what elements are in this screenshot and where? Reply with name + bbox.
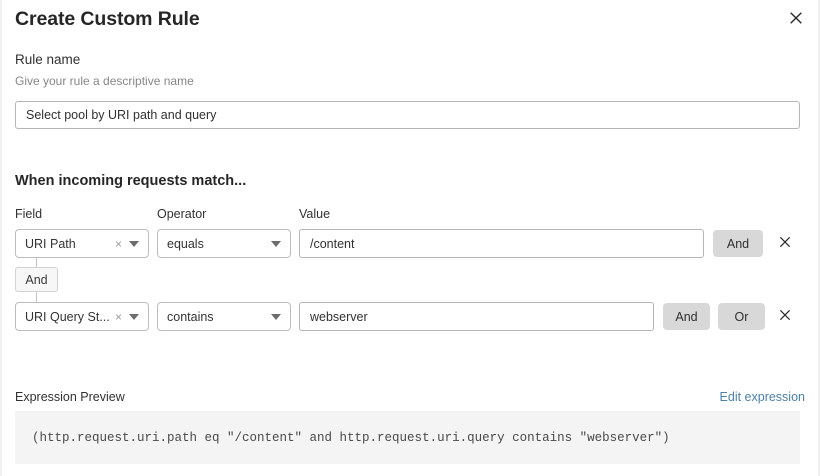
close-icon — [778, 235, 792, 252]
close-icon — [788, 10, 804, 26]
conditions-heading: When incoming requests match... — [15, 173, 247, 189]
rule-name-label: Rule name — [15, 52, 81, 67]
expression-preview-label: Expression Preview — [15, 390, 125, 404]
edit-expression-link[interactable]: Edit expression — [719, 390, 805, 404]
chevron-down-icon[interactable] — [269, 313, 290, 320]
field-select-value-row-1: URI Path — [25, 236, 76, 251]
operator-select-row-1[interactable]: equals — [157, 229, 291, 258]
field-select-row-1[interactable]: URI Path × — [15, 229, 149, 258]
chevron-down-icon[interactable] — [127, 313, 148, 320]
field-select-row-2[interactable]: URI Query St... × — [15, 302, 149, 331]
value-input-row-2[interactable] — [299, 302, 654, 331]
close-modal-button[interactable] — [784, 6, 808, 30]
expression-preview-text: (http.request.uri.path eq "/content" and… — [32, 430, 670, 445]
group-connector-and-button[interactable]: And — [15, 267, 58, 292]
page-title: Create Custom Rule — [15, 8, 200, 30]
delete-condition-row-1[interactable] — [776, 234, 794, 252]
connector-line-top — [36, 258, 37, 268]
column-header-field: Field — [15, 207, 43, 221]
expression-preview-box: (http.request.uri.path eq "/content" and… — [15, 411, 800, 464]
close-icon — [778, 308, 792, 325]
field-select-value-row-2: URI Query St... — [25, 309, 110, 324]
connector-line-bottom — [36, 292, 37, 302]
delete-condition-row-2[interactable] — [776, 307, 794, 325]
value-input-row-1[interactable] — [299, 229, 704, 258]
operator-select-value-row-1: equals — [167, 236, 204, 251]
column-header-value: Value — [299, 207, 331, 221]
clear-x-icon[interactable]: × — [114, 309, 122, 324]
add-and-condition-row-1[interactable]: And — [713, 230, 763, 257]
add-and-condition-row-2[interactable]: And — [663, 303, 710, 330]
clear-x-icon[interactable]: × — [114, 236, 122, 251]
operator-select-row-2[interactable]: contains — [157, 302, 291, 331]
operator-select-value-row-2: contains — [167, 309, 214, 324]
rule-name-input[interactable] — [15, 101, 800, 129]
chevron-down-icon[interactable] — [269, 240, 290, 247]
rule-name-helper-text: Give your rule a descriptive name — [15, 74, 194, 88]
add-or-condition-row-2[interactable]: Or — [718, 303, 765, 330]
chevron-down-icon[interactable] — [127, 240, 148, 247]
column-header-operator: Operator — [157, 207, 207, 221]
